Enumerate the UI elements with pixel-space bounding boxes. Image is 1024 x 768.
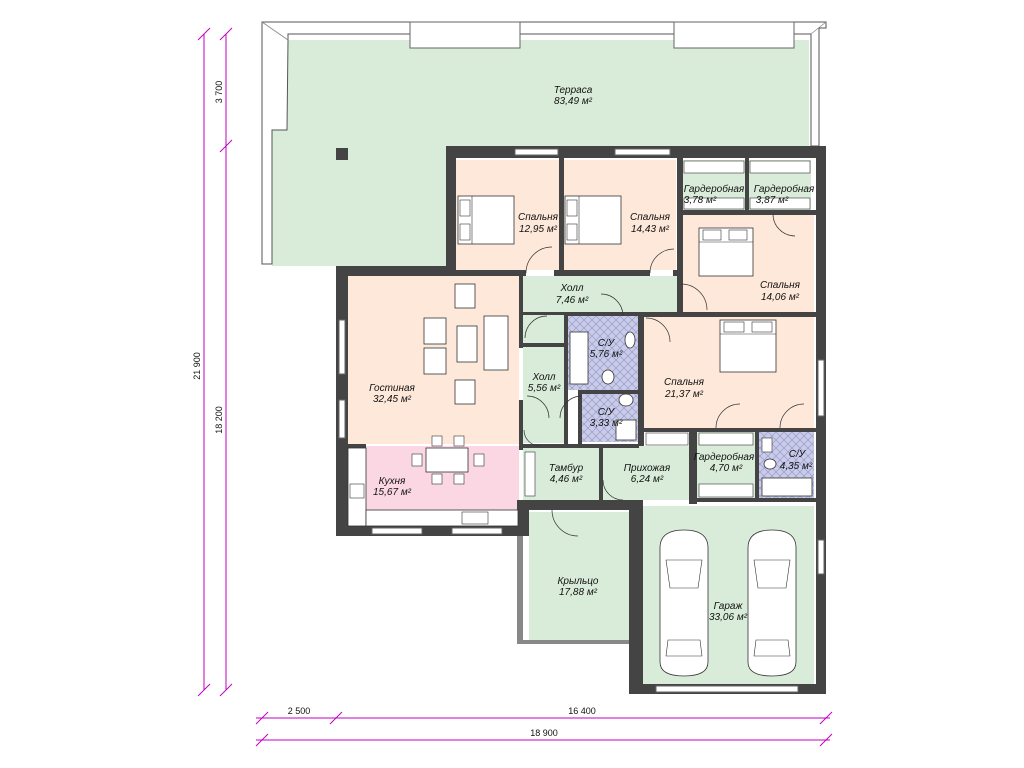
bedroom4-area: 21,37 м² xyxy=(664,389,704,400)
vestibule-name: Тамбур xyxy=(549,462,584,474)
terrace-outline xyxy=(261,21,827,265)
car-right xyxy=(747,529,797,677)
bath2-name: С/У xyxy=(598,407,616,418)
dimension-lines: 21 900 3 700 18 200 2 500 16 400 18 900 xyxy=(192,27,833,747)
entry-area: 6,24 м² xyxy=(631,474,664,485)
wardrobe1-name: Гардеробная xyxy=(684,183,745,195)
bath1-area: 5,76 м² xyxy=(590,349,623,360)
bedroom2-area: 14,43 м² xyxy=(631,224,670,235)
porch-name: Крыльцо xyxy=(558,576,599,587)
terrace-name: Терраса xyxy=(554,85,593,96)
bedroom3-name: Спальня xyxy=(760,280,801,291)
vestibule-area: 4,46 м² xyxy=(550,474,583,485)
terrace-floor-left xyxy=(272,130,446,266)
entry-floor xyxy=(603,446,689,500)
garage-name: Гараж xyxy=(714,601,744,612)
bedroom2-name: Спальня xyxy=(630,212,671,223)
kitchen-name: Кухня xyxy=(379,476,406,487)
kitchen-area: 15,67 м² xyxy=(373,487,412,498)
wardrobe2-area: 3,87 м² xyxy=(756,195,789,206)
bath3-area: 4,35 м² xyxy=(780,461,813,472)
kitchen-counter xyxy=(347,447,519,527)
bed-bedroom4 xyxy=(719,319,777,373)
living-area: 32,45 м² xyxy=(373,394,412,405)
dim-left-total: 21 900 xyxy=(192,352,202,380)
bed-bedroom3 xyxy=(698,227,754,277)
bedroom3-area: 14,06 м² xyxy=(761,292,800,303)
vestibule-floor xyxy=(523,446,599,500)
terrace-area: 83,49 м² xyxy=(554,96,593,107)
garage-area: 33,06 м² xyxy=(709,612,748,623)
bedroom1-name: Спальня xyxy=(518,212,559,223)
bed-bedroom1 xyxy=(457,195,515,245)
wardrobe3-area: 4,70 м² xyxy=(710,463,743,474)
hall1-floor2 xyxy=(523,312,565,344)
hall2-area: 5,56 м² xyxy=(528,383,561,394)
wardrobe3-name: Гардеробная xyxy=(694,451,755,463)
bath1-fixtures xyxy=(569,331,636,385)
entry-name: Прихожая xyxy=(624,463,671,474)
hall2-floor xyxy=(523,347,565,443)
dim-bottom-left: 2 500 xyxy=(288,706,311,716)
living-furniture xyxy=(423,283,509,405)
dim-left-bottom: 18 200 xyxy=(214,406,224,434)
walls xyxy=(261,21,827,694)
bath2-fixtures xyxy=(615,393,637,441)
dim-bottom-total: 18 900 xyxy=(530,728,558,738)
dim-left-top: 3 700 xyxy=(214,81,224,104)
bath1-name: С/У xyxy=(598,338,616,349)
car-left xyxy=(659,529,709,677)
room-labels: Терраса 83,49 м² Спальня 12,95 м² Спальн… xyxy=(369,85,815,623)
porch-area: 17,88 м² xyxy=(559,587,598,598)
hall2-name: Холл xyxy=(531,372,555,383)
wardrobe-shelves xyxy=(524,160,811,498)
doors xyxy=(523,213,805,537)
wardrobe2-name: Гардеробная xyxy=(754,183,815,195)
porch-floor xyxy=(529,512,629,640)
bed-bedroom2 xyxy=(564,195,622,245)
dim-bottom-right: 16 400 xyxy=(568,706,596,716)
living-name: Гостиная xyxy=(369,383,415,394)
bath3-name: С/У xyxy=(789,449,807,460)
bedroom4-name: Спальня xyxy=(664,377,705,388)
wardrobe1-area: 3,78 м² xyxy=(684,195,717,206)
furniture xyxy=(347,160,813,677)
hall1-area: 7,46 м² xyxy=(556,295,589,306)
dining-table xyxy=(411,435,485,485)
bedroom1-area: 12,95 м² xyxy=(519,224,558,235)
hall1-name: Холл xyxy=(559,283,583,294)
bath2-area: 3,33 м² xyxy=(590,418,623,429)
bath3-fixtures xyxy=(761,437,813,497)
